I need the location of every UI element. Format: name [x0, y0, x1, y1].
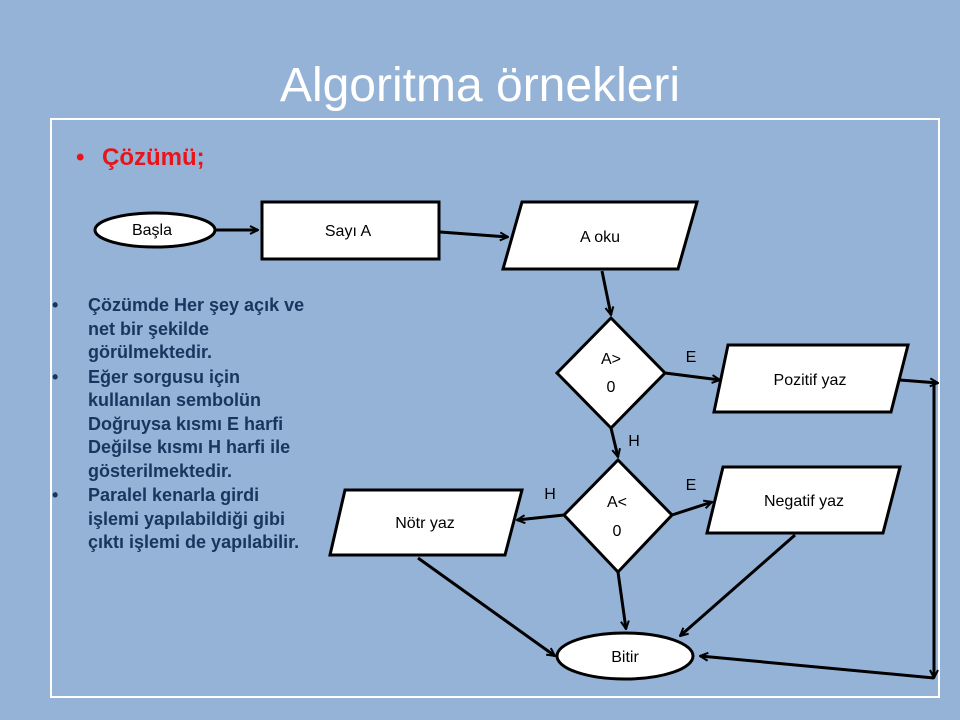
- arrow-decision2-neutral: [517, 513, 565, 520]
- connectors: [215, 230, 938, 680]
- slide-title: Algoritma örnekleri: [279, 59, 681, 112]
- solution-heading-text: Çözümü;: [102, 144, 205, 171]
- bullet-icon: •: [52, 295, 59, 315]
- positive-output: [712, 343, 910, 414]
- decision2-diamond: [561, 457, 675, 575]
- notes-list: • Çözümde Her şey açık ve net bir şekilde…: [50, 294, 310, 556]
- end-label: Bitir: [611, 649, 639, 666]
- note-item: • Çözümde Her şey açık ve net bir şekilde…: [50, 294, 310, 365]
- decision2-yes-label: E: [686, 477, 697, 494]
- decision2-line1: A<: [607, 494, 627, 511]
- arrow-decision1-positive: [664, 371, 720, 380]
- arrow-right-end: [700, 656, 935, 680]
- decision1-diamond: [554, 315, 668, 431]
- decision1-yes-label: E: [686, 349, 697, 366]
- note-text: Paralel kenarla girdi işlemi yapılabildi…: [88, 485, 300, 552]
- negative-label: Negatif yaz: [764, 493, 844, 510]
- negative-output: [705, 465, 902, 535]
- solution-heading: • Çözümü;: [76, 144, 205, 172]
- arrow-decision2-negative: [671, 502, 712, 517]
- decision1-line2: 0: [607, 379, 616, 396]
- arrow-neutral-end: [417, 556, 555, 656]
- note-text: Çözümde Her şey açık ve net bir şekilde …: [88, 295, 305, 362]
- input-parallelogram: [501, 200, 699, 271]
- input-label: A oku: [580, 229, 620, 246]
- bullet-icon: •: [52, 366, 59, 387]
- decision1-line1: A>: [601, 351, 621, 368]
- decision2-no-label: H: [544, 486, 556, 503]
- neutral-output: [328, 488, 524, 557]
- arrow-decision2-end: [616, 571, 626, 629]
- decision1-no-label: H: [628, 433, 640, 450]
- note-text: Eğer sorgusu için kullanılan sembolün Do…: [88, 366, 291, 481]
- neutral-label: Nötr yaz: [395, 515, 455, 532]
- decision2-line2: 0: [613, 523, 622, 540]
- arrow-positive-right: [899, 380, 938, 383]
- end-terminal: [555, 631, 695, 681]
- declare-process: [260, 200, 441, 261]
- bullet-icon: •: [52, 485, 59, 505]
- start-terminal: [93, 211, 217, 249]
- arrow-input-decision1: [600, 270, 611, 315]
- start-label: Başla: [132, 222, 172, 239]
- bullet-icon: •: [76, 144, 85, 171]
- arrow-negative-end: [680, 533, 796, 636]
- arrow-decision1-decision2: [609, 427, 618, 457]
- positive-label: Pozitif yaz: [774, 372, 847, 389]
- note-item: • Eğer sorgusu için kullanılan sembolün D…: [50, 366, 310, 484]
- note-item: • Paralel kenarla girdi işlemi yapılabild…: [50, 484, 310, 555]
- arrow-declare-input: [439, 230, 508, 237]
- content-frame: [50, 118, 940, 698]
- declare-label: Sayı A: [325, 223, 372, 240]
